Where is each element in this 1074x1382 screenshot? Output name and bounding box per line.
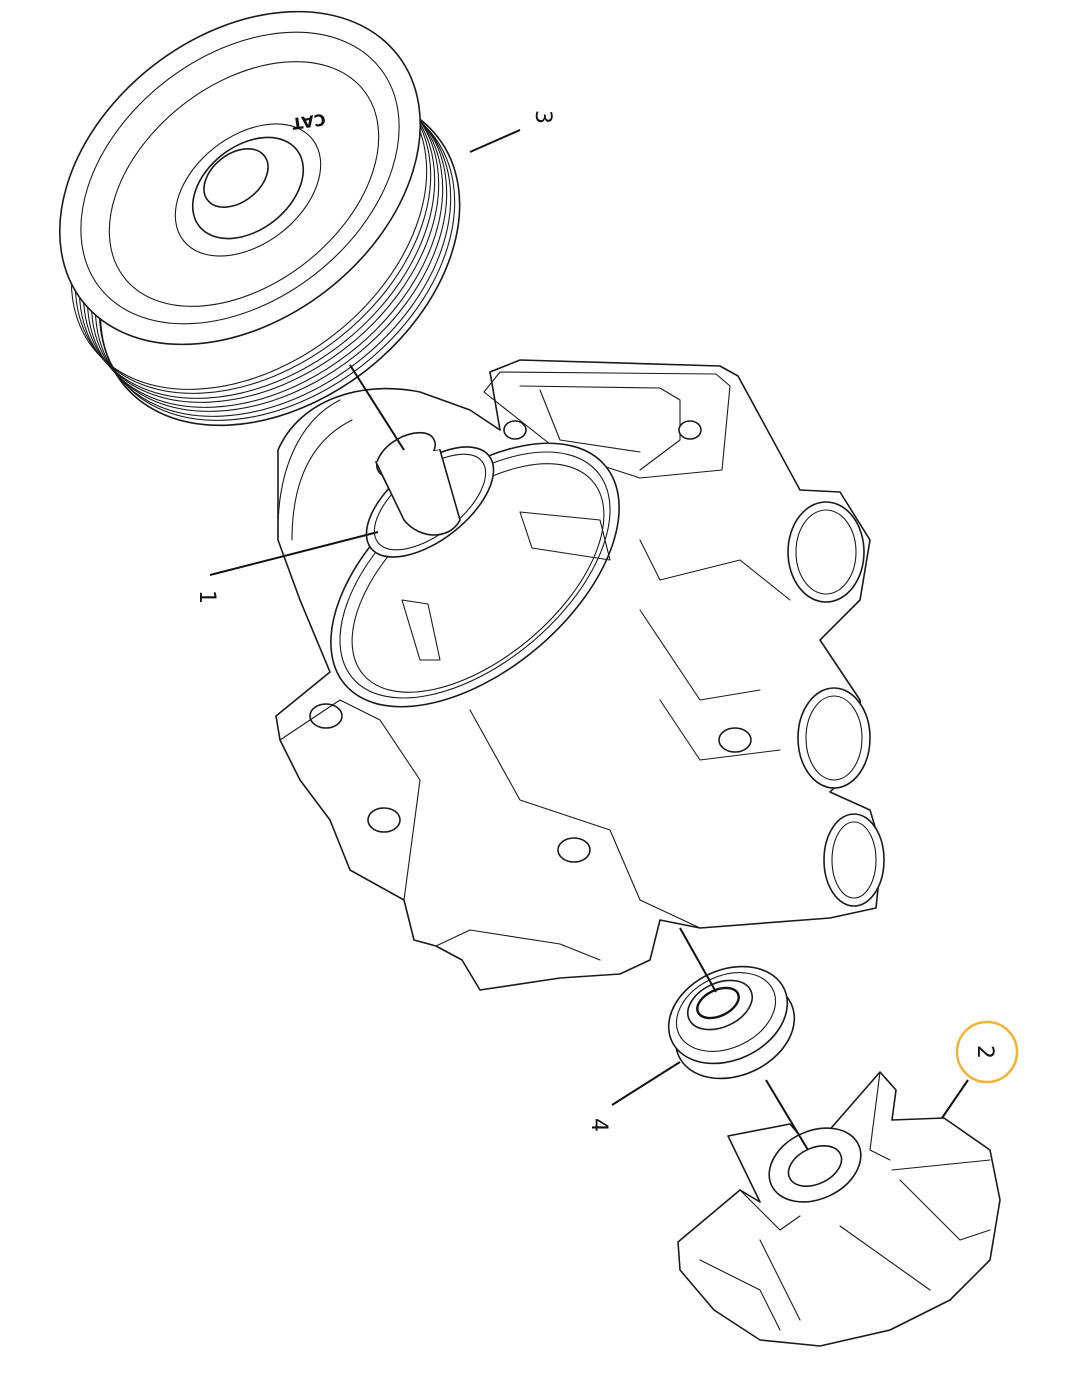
bearing-seal — [667, 965, 796, 1080]
callout-3: 3 — [469, 110, 555, 153]
callout-1: 1 — [194, 531, 379, 604]
leader-line-3 — [469, 129, 521, 153]
assembly-axis-lines — [349, 364, 809, 1151]
callout-2: 2 — [941, 1020, 1019, 1119]
callout-4: 4 — [586, 1061, 681, 1132]
pulley: CAT — [58, 10, 461, 427]
pulley-brand-text: CAT — [291, 110, 327, 134]
leader-line-2 — [941, 1079, 969, 1119]
leader-line-1 — [209, 531, 379, 576]
callout-label-4: 4 — [586, 1118, 611, 1132]
callout-label-2: 2 — [972, 1045, 997, 1059]
leader-line-4 — [611, 1061, 681, 1106]
pump-housing — [275, 359, 885, 991]
impeller — [677, 1071, 1001, 1347]
callout-label-1: 1 — [194, 590, 219, 604]
callout-highlight-circle — [955, 1020, 1019, 1084]
callout-label-3: 3 — [530, 110, 555, 124]
